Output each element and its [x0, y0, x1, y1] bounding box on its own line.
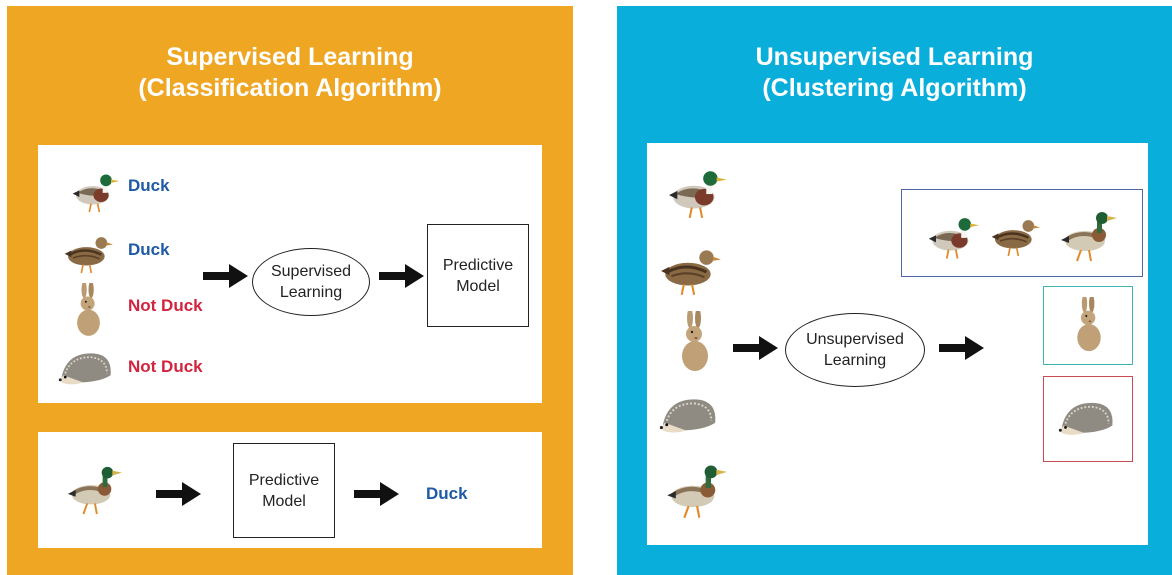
- arrow-right-icon: [939, 335, 985, 361]
- hedgehog-icon: [659, 393, 721, 437]
- walking-duck-icon: [663, 458, 727, 522]
- arrow-right-icon: [156, 481, 202, 507]
- supervised-learning-label: Supervised Learning: [270, 263, 352, 301]
- supervised-title: Supervised Learning (Classification Algo…: [7, 42, 573, 104]
- hedgehog-icon: [1058, 397, 1118, 439]
- supervised-title-line1: Supervised Learning: [166, 43, 414, 71]
- training-label-4: Not Duck: [128, 357, 203, 376]
- unsupervised-panel: Unsupervised Learning (Clustering Algori…: [617, 6, 1172, 575]
- cluster-ducks: [901, 189, 1143, 277]
- supervised-panel: Supervised Learning (Classification Algo…: [7, 6, 573, 575]
- walking-duck-icon: [64, 462, 122, 516]
- training-label-3: Not Duck: [128, 296, 203, 315]
- mallard-duck-icon: [667, 165, 729, 221]
- unsupervised-learning-label: Unsupervised Learning: [806, 331, 904, 369]
- hedgehog-icon: [58, 347, 116, 389]
- rabbit-icon: [71, 283, 106, 338]
- arrow-right-icon: [733, 335, 779, 361]
- rabbit-icon: [675, 311, 715, 373]
- training-card: Duck Duck Not Duck Not Duck Supervised L…: [38, 145, 542, 403]
- training-label-2: Duck: [128, 240, 170, 259]
- training-label-1: Duck: [128, 176, 170, 195]
- walking-duck-icon: [1057, 206, 1117, 264]
- predictive-model-box: Predictive Model: [427, 224, 529, 327]
- predictive-model-label: Predictive Model: [442, 256, 514, 295]
- female-duck-icon: [63, 230, 113, 276]
- mallard-duck-icon: [927, 212, 981, 262]
- cluster-hedgehog: [1043, 376, 1133, 462]
- arrow-right-icon: [203, 263, 249, 289]
- supervised-title-line2: (Classification Algorithm): [138, 74, 442, 102]
- unsupervised-learning-node: Unsupervised Learning: [785, 313, 925, 387]
- unsupervised-title-line2: (Clustering Algorithm): [762, 74, 1027, 102]
- prediction-model-box: Predictive Model: [233, 443, 335, 538]
- arrow-right-icon: [354, 481, 400, 507]
- supervised-learning-node: Supervised Learning: [252, 248, 370, 316]
- unsupervised-title-line1: Unsupervised Learning: [755, 43, 1034, 71]
- female-duck-icon: [659, 243, 721, 297]
- prediction-output: Duck: [426, 484, 468, 503]
- prediction-card: Predictive Model Duck: [38, 432, 542, 548]
- cluster-rabbit: [1043, 286, 1133, 365]
- female-duck-icon: [990, 214, 1040, 258]
- rabbit-icon: [1071, 297, 1107, 353]
- arrow-right-icon: [379, 263, 425, 289]
- unsupervised-title: Unsupervised Learning (Clustering Algori…: [617, 42, 1172, 104]
- prediction-model-label: Predictive Model: [248, 471, 320, 510]
- mallard-duck-icon: [71, 167, 121, 217]
